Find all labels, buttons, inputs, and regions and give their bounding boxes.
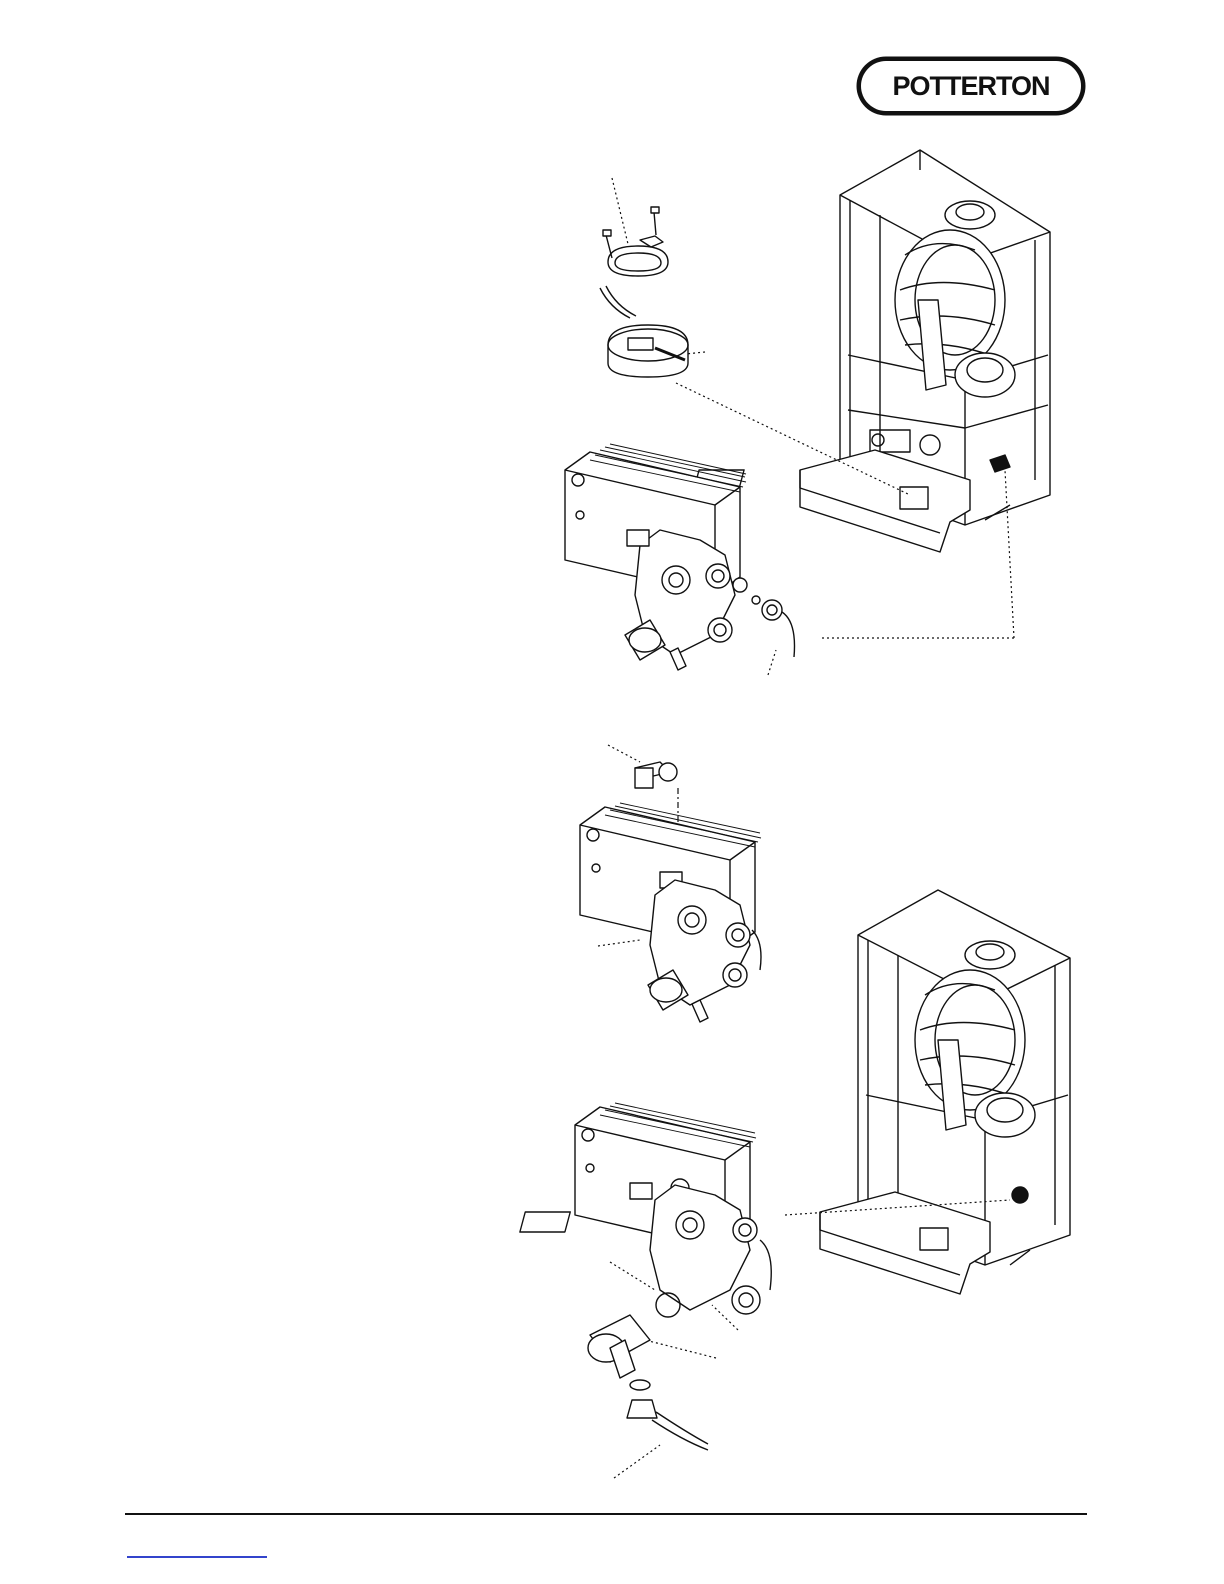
heat-exchanger-3-icon: [575, 1103, 771, 1450]
boiler-bottom-icon: [520, 890, 1070, 1294]
footer-rule: [125, 1513, 1087, 1515]
clip-icon: [635, 762, 677, 788]
boiler-top-icon: [694, 150, 1050, 552]
sensor-cap-icon: [600, 207, 688, 377]
heat-exchanger-1-icon: [565, 444, 795, 670]
heat-exchanger-2-icon: [580, 803, 761, 1022]
footer-link-underline[interactable]: [127, 1556, 267, 1558]
